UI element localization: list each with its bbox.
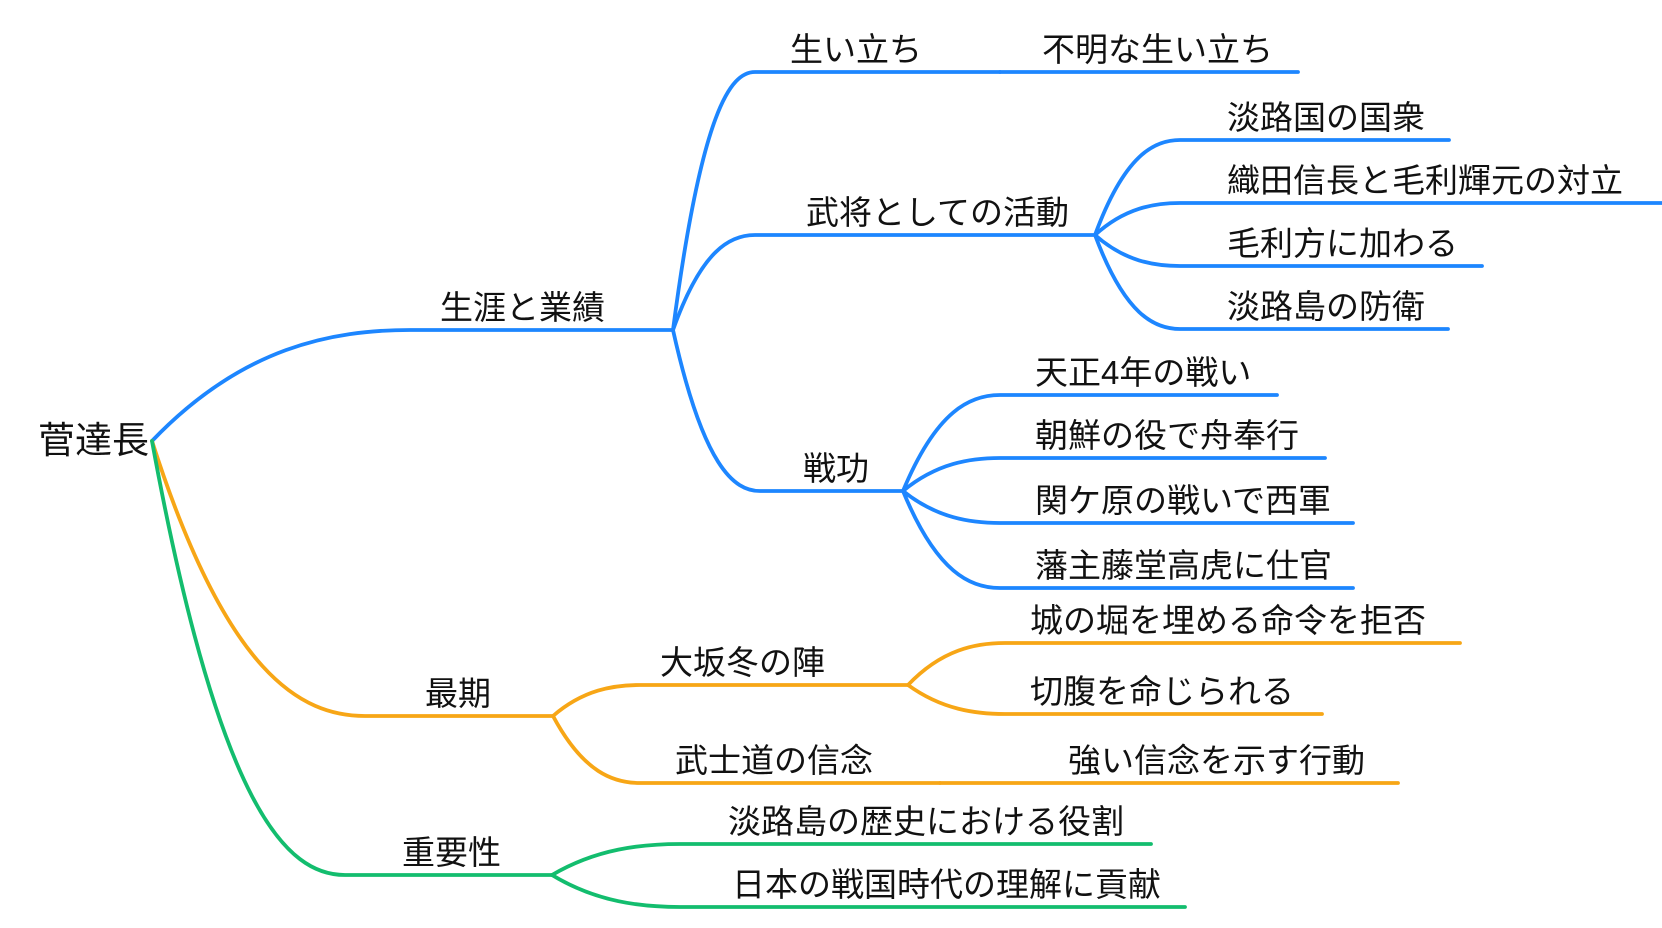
branch-link-1-0 [551, 683, 910, 718]
node-label-0-1-3[interactable]: 淡路島の防衛 [1227, 288, 1425, 325]
branch-link-0-2-0 [901, 393, 1279, 493]
branch-link-2-1 [550, 873, 1187, 909]
node-label-1-0-0[interactable]: 城の堀を埋める命令を拒否 [1030, 602, 1426, 639]
node-label-2-1[interactable]: 日本の戦国時代の理解に貢献 [732, 866, 1161, 903]
branch-link-2-0 [550, 842, 1153, 877]
node-label-0-2[interactable]: 戦功 [803, 450, 869, 487]
node-label-0-2-2[interactable]: 関ケ原の戦いで西軍 [1035, 482, 1331, 519]
node-label-0-0-0[interactable]: 不明な生い立ち [1042, 31, 1273, 68]
branch-link-0-1-0 [1093, 138, 1451, 237]
branch-link-0-2 [671, 328, 905, 493]
branch-link-0-1-2 [1093, 233, 1484, 268]
branch-link-0 [150, 328, 675, 443]
node-label-0-1-2[interactable]: 毛利方に加わる [1227, 225, 1458, 262]
branch-link-2 [150, 439, 554, 877]
node-label-1-1[interactable]: 武士道の信念 [675, 742, 873, 779]
branch-link-1-0-0 [906, 641, 1462, 687]
node-label-1-1-0[interactable]: 強い信念を示す行動 [1068, 742, 1365, 779]
branch-link-0-2-3 [901, 489, 1355, 590]
branch-link-0-2-1 [901, 456, 1327, 493]
node-label-0-2-3[interactable]: 藩主藤堂高虎に仕官 [1035, 547, 1332, 584]
node-label-0-2-1[interactable]: 朝鮮の役で舟奉行 [1035, 417, 1299, 454]
node-label-1-0-1[interactable]: 切腹を命じられる [1030, 673, 1294, 710]
branch-link-0-1-3 [1093, 233, 1450, 331]
branch-link-1 [150, 439, 555, 718]
node-label-2[interactable]: 重要性 [402, 834, 501, 871]
node-label-0-0[interactable]: 生い立ち [790, 31, 922, 68]
branch-link-1-0-1 [906, 683, 1324, 716]
node-label-2-0[interactable]: 淡路島の歴史における役割 [728, 803, 1124, 840]
node-label-0-2-0[interactable]: 天正4年の戦い [1035, 354, 1251, 391]
branch-link-0-1 [671, 233, 1097, 332]
node-label-1-0[interactable]: 大坂冬の陣 [660, 644, 825, 681]
branch-link-1-1 [551, 714, 942, 785]
node-label-0[interactable]: 生涯と業績 [440, 289, 605, 326]
node-label-root[interactable]: 菅達長 [38, 420, 149, 461]
branch-link-0-0 [671, 70, 1002, 332]
branch-link-0-1-1 [1093, 201, 1662, 237]
node-label-1[interactable]: 最期 [425, 675, 491, 712]
node-label-0-1-1[interactable]: 織田信長と毛利輝元の対立 [1227, 162, 1623, 199]
branch-link-0-2-2 [901, 489, 1355, 525]
node-label-0-1[interactable]: 武将としての活動 [806, 194, 1069, 231]
node-label-0-1-0[interactable]: 淡路国の国衆 [1227, 99, 1425, 136]
